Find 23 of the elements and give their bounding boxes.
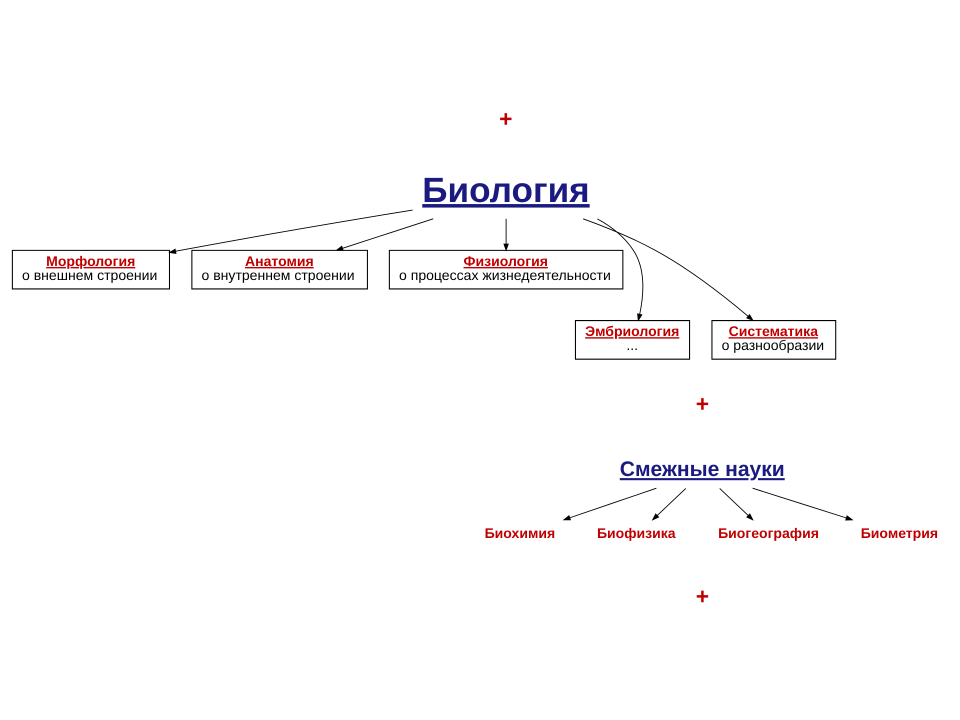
arrow bbox=[562, 487, 657, 520]
node-text: Биогеография bbox=[718, 524, 819, 541]
node-text: Биометрия bbox=[860, 524, 938, 541]
label: + bbox=[499, 104, 512, 131]
arrow bbox=[582, 218, 754, 321]
node-box: Морфология о внешнем строении bbox=[12, 249, 170, 289]
node-box: Систематика о разнообразии bbox=[711, 320, 836, 360]
node-box: Анатомия о внутреннем строении bbox=[191, 249, 368, 289]
label: + bbox=[696, 390, 710, 416]
node-box: Эмбриология ... bbox=[574, 320, 690, 360]
node-text: Биология bbox=[422, 170, 590, 210]
arrow bbox=[596, 218, 644, 322]
arrow bbox=[503, 218, 509, 252]
arrow bbox=[335, 218, 434, 250]
node-text: Биофизика bbox=[596, 524, 676, 541]
node-text: Смежные науки bbox=[620, 458, 785, 481]
arrow bbox=[652, 488, 686, 520]
arrow bbox=[752, 487, 854, 520]
node-box: Физиология о процессах жизнедеятельности bbox=[388, 249, 624, 289]
label: + bbox=[696, 582, 710, 608]
arrow bbox=[168, 209, 414, 254]
arrow bbox=[719, 488, 754, 520]
node-text: Биохимия bbox=[484, 524, 556, 541]
